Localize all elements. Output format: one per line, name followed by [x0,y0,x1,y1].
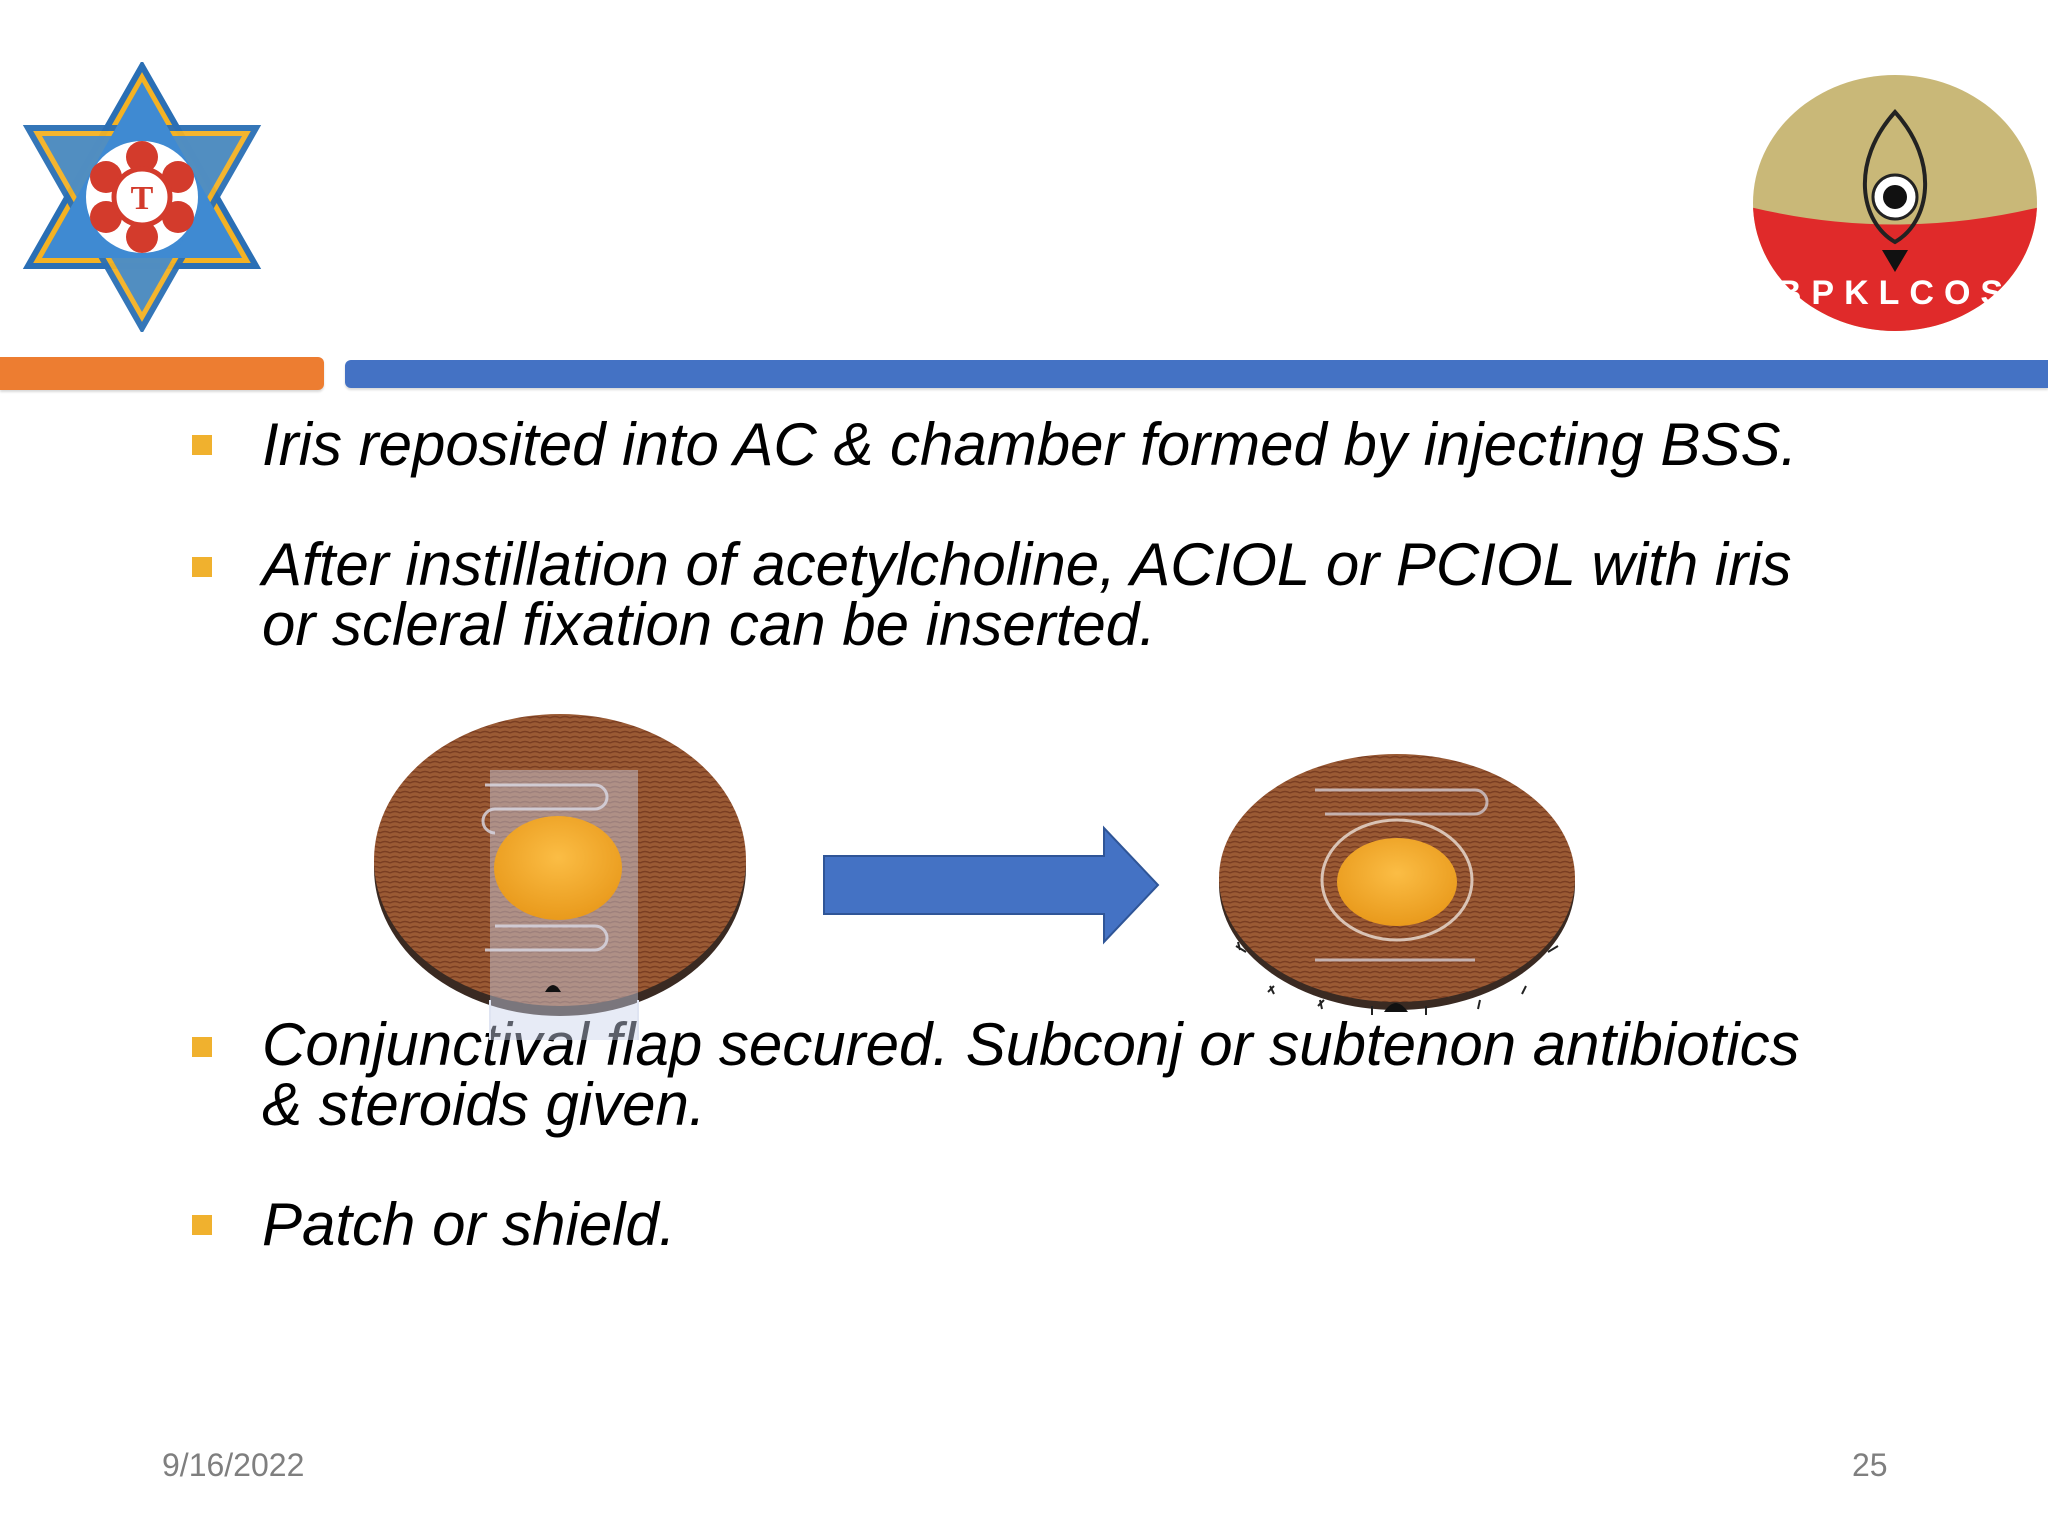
right-arrow-icon [823,825,1160,945]
eye-after-suturing-diagram [1219,754,1575,1015]
slide-page-number: 25 [1852,1447,1888,1483]
bullet-4-line-1: Patch or shield. [262,1191,676,1258]
header-orange-bar [0,357,324,390]
bullet-1-line-1: Iris reposited into AC & chamber formed … [262,411,1798,478]
header-blue-bar [345,360,2048,388]
bullet-text-1: Iris reposited into AC & chamber formed … [262,415,1962,475]
bullet-text-2: After instillation of acetylcholine, ACI… [262,535,1962,655]
bullet-marker-3 [192,1037,212,1057]
tribhuvan-university-star-logo-icon: T [22,62,262,332]
bullet-marker-4 [192,1215,212,1235]
bpklcos-logo-text: BPKLCOS [1777,274,2013,312]
bullet-3-line-2: & steroids given. [262,1071,706,1138]
bullet-3-line-1: Conjunctival flap secured. Subconj or su… [262,1011,1800,1078]
eye-before-closure-diagram [374,714,746,1040]
bpklcos-eye-logo-icon: BPKLCOS [1753,75,2037,331]
eye-procedure-diagram [374,714,1575,1040]
bullet-text-3: Conjunctival flap secured. Subconj or su… [262,1015,1962,1135]
bullet-text-4: Patch or shield. [262,1195,1962,1255]
bullet-marker-1 [192,435,212,455]
slide-date: 9/16/2022 [162,1447,305,1483]
bullet-2-line-2: or scleral fixation can be inserted. [262,591,1156,658]
bullet-2-line-1: After instillation of acetylcholine, ACI… [262,531,1792,598]
bullet-marker-2 [192,557,212,577]
svg-text:T: T [131,180,154,217]
